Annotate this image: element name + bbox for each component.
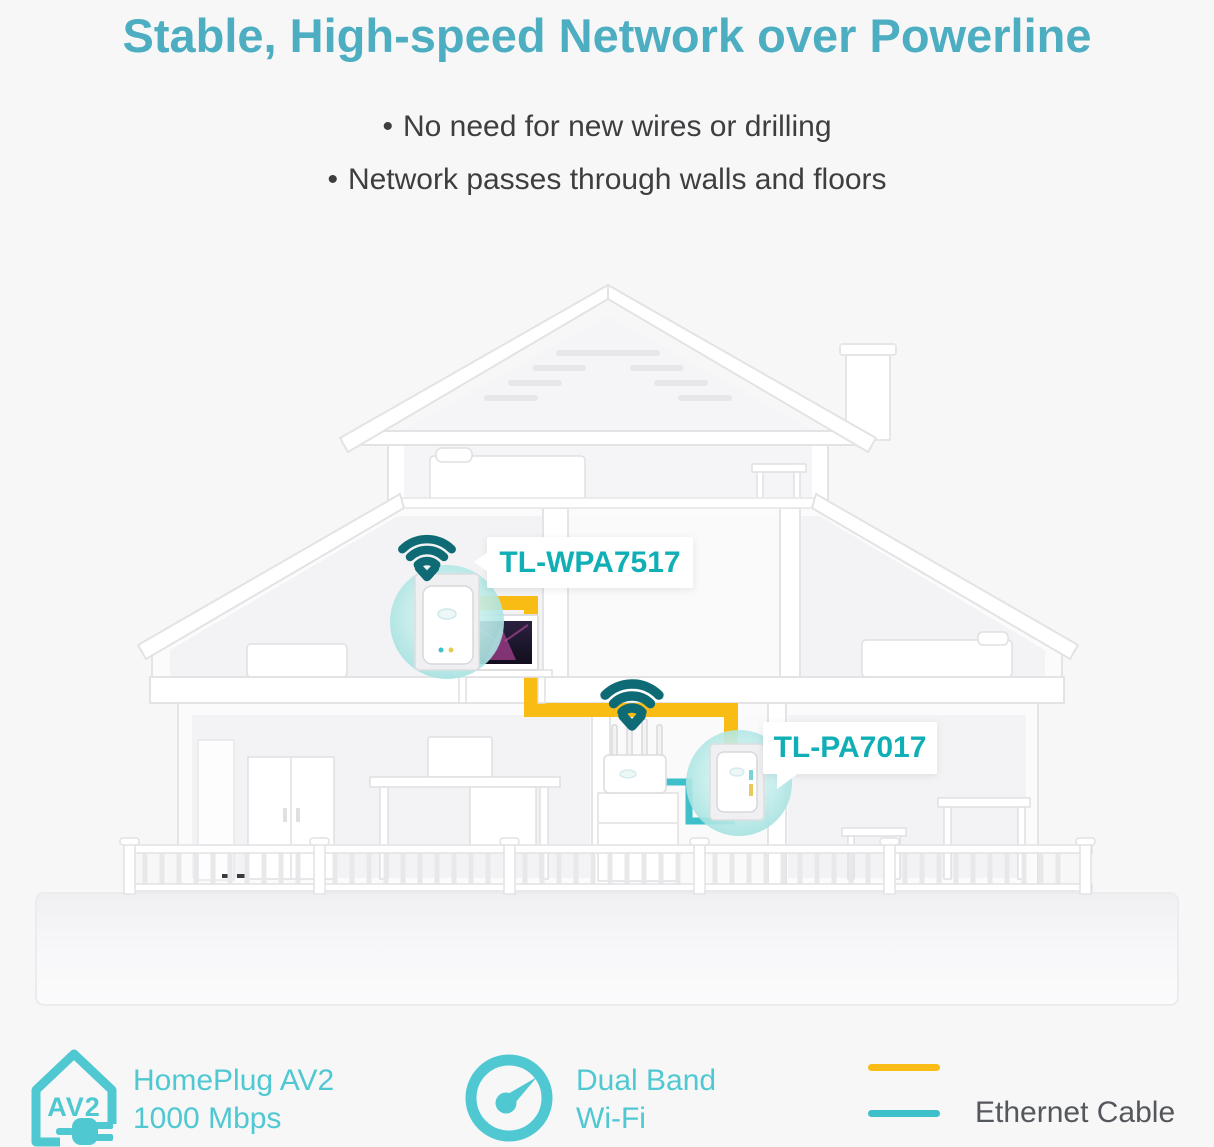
bubble-tail xyxy=(777,773,799,789)
bullet-item: • Network passes through walls and floors xyxy=(0,153,1214,206)
powerline-cable xyxy=(451,596,738,762)
speedometer-icon xyxy=(465,1054,553,1142)
device-label-text: TL-WPA7517 xyxy=(499,545,681,579)
legend-dualband-label: Dual Band Wi-Fi xyxy=(576,1062,716,1138)
wifi-icon xyxy=(600,679,664,731)
legend-powerline-swatch xyxy=(868,1064,940,1071)
powerline-adapter-wpa7517 xyxy=(390,565,504,679)
attic xyxy=(351,316,897,509)
bed xyxy=(246,643,348,678)
bubble-tail xyxy=(474,552,488,572)
legend-ethernet-swatch xyxy=(868,1110,940,1117)
feature-bullets: • No need for new wires or drilling • Netw… xyxy=(0,100,1214,206)
legend-homeplug-label: HomePlug AV2 1000 Mbps xyxy=(133,1062,334,1138)
stool xyxy=(751,463,807,503)
wifi-icon xyxy=(398,534,456,582)
bullet-text: No need for new wires or drilling xyxy=(402,110,832,143)
bullet-glyph: • xyxy=(327,163,338,196)
legend-dualband-line1: Dual Band xyxy=(576,1064,717,1097)
av2-badge-text: AV2 xyxy=(47,1092,101,1122)
av2-house-plug-icon xyxy=(31,1049,118,1147)
device-label-wpa7517: TL-WPA7517 xyxy=(474,537,693,588)
fence xyxy=(119,837,1096,895)
bed xyxy=(861,631,1013,678)
device-label-pa7017: TL-PA7017 xyxy=(763,722,937,789)
tplink-logo xyxy=(437,608,457,620)
desk xyxy=(369,736,561,880)
legend-ethernet-label: Ethernet Cable xyxy=(975,1096,1176,1129)
legend-homeplug-line1: HomePlug AV2 xyxy=(133,1064,335,1097)
second-floor xyxy=(151,504,1063,681)
base-platform xyxy=(35,892,1179,1006)
gable-vents xyxy=(484,350,732,401)
legend-dualband-line2: Wi-Fi xyxy=(576,1102,646,1135)
tplink-logo xyxy=(729,767,745,777)
device-label-text: TL-PA7017 xyxy=(773,731,927,764)
router xyxy=(603,718,667,794)
bullet-glyph: • xyxy=(382,110,393,143)
roof xyxy=(137,284,1079,660)
bed xyxy=(429,447,586,502)
legend-homeplug-line2: 1000 Mbps xyxy=(133,1102,282,1135)
page-title: Stable, High-speed Network over Powerlin… xyxy=(122,9,1092,62)
bullet-item: • No need for new wires or drilling xyxy=(0,100,1214,153)
plug-glyph xyxy=(56,1118,113,1145)
bullet-text: Network passes through walls and floors xyxy=(347,163,887,196)
